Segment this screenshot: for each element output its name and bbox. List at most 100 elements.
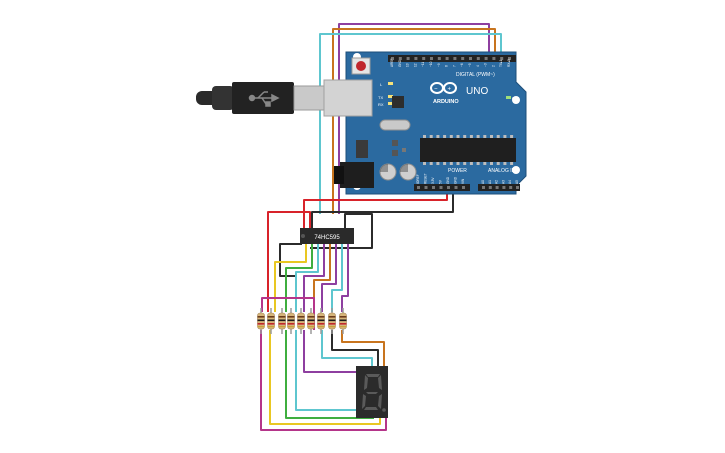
power-pin[interactable] xyxy=(439,186,443,189)
digital-pin[interactable] xyxy=(461,57,465,60)
analog-pin-label: A5 xyxy=(515,180,519,184)
power-pin[interactable] xyxy=(432,186,435,189)
power-pin[interactable] xyxy=(417,186,420,189)
reset-button[interactable] xyxy=(356,61,366,71)
digital-pin[interactable] xyxy=(492,57,496,60)
digital-pin[interactable] xyxy=(406,57,410,60)
digital-pin[interactable] xyxy=(476,57,480,60)
wire-orange-b[interactable] xyxy=(341,330,385,366)
analog-pin-label: A1 xyxy=(488,180,492,184)
digital-pin-label: 4 xyxy=(476,65,480,67)
arduino-logo xyxy=(430,82,457,94)
chip-leg xyxy=(443,135,447,138)
chip-leg xyxy=(456,135,460,138)
shift-register-74hc595[interactable]: 74HC595 xyxy=(300,228,354,244)
power-pin-label: IOREF xyxy=(416,174,420,184)
led-label-l: L xyxy=(380,82,383,87)
power-pin[interactable] xyxy=(454,186,458,189)
wire-yellow-bottom[interactable] xyxy=(269,330,381,425)
digital-pin[interactable] xyxy=(422,57,426,60)
power-pin[interactable] xyxy=(447,186,450,189)
digital-pin[interactable] xyxy=(437,57,441,60)
wire-purple-b[interactable] xyxy=(321,244,337,312)
segment-a xyxy=(366,374,380,377)
wire-cyan-b[interactable] xyxy=(331,244,343,312)
seven-segment-display[interactable] xyxy=(356,366,388,418)
resistor[interactable] xyxy=(278,308,286,334)
chip-leg xyxy=(469,135,473,138)
digital-pin[interactable] xyxy=(469,57,472,60)
chip-leg xyxy=(423,162,426,165)
resistor[interactable] xyxy=(307,308,315,334)
wire-green-bottom[interactable] xyxy=(285,330,374,419)
chip-leg xyxy=(423,135,426,138)
power-pin-label: RESET xyxy=(424,173,428,184)
digital-pin[interactable] xyxy=(391,57,394,60)
wire-black-left[interactable] xyxy=(279,243,302,277)
resistor[interactable] xyxy=(297,308,305,334)
chip-leg xyxy=(496,135,500,138)
chip-leg xyxy=(449,135,453,138)
digital-pin-label: ~11 xyxy=(421,62,425,67)
digital-pin[interactable] xyxy=(445,57,449,60)
power-pin[interactable] xyxy=(424,186,428,189)
digital-pin[interactable] xyxy=(414,57,418,60)
analog-pin[interactable] xyxy=(482,186,485,189)
analog-pin[interactable] xyxy=(502,186,506,189)
digital-pin[interactable] xyxy=(430,57,433,60)
chip-leg xyxy=(476,162,480,165)
digital-pin[interactable] xyxy=(398,57,402,60)
arduino-logo-text: ARDUINO xyxy=(433,99,459,105)
usb-cable[interactable] xyxy=(196,82,325,114)
wire-yellow-a[interactable] xyxy=(274,244,307,312)
chip-leg xyxy=(469,162,473,165)
wire-black-b[interactable] xyxy=(331,330,379,366)
analog-pin[interactable] xyxy=(488,186,492,189)
wire-purple-top[interactable] xyxy=(338,23,490,214)
wire-orange-top[interactable] xyxy=(332,28,496,214)
resistor[interactable] xyxy=(287,308,295,334)
status-leds: L TX RX xyxy=(378,82,393,107)
power-pin[interactable] xyxy=(462,186,465,189)
digital-pin-label: ~3 xyxy=(484,63,488,67)
digital-pin[interactable] xyxy=(453,57,457,60)
chip-leg xyxy=(496,162,500,165)
resistor[interactable] xyxy=(339,308,347,334)
wire-cyan-c[interactable] xyxy=(321,330,373,366)
wire-purple-a[interactable] xyxy=(303,244,325,312)
digital-pin-label: ~5 xyxy=(468,63,472,67)
resistor[interactable] xyxy=(257,308,265,334)
analog-pin[interactable] xyxy=(516,186,519,189)
chip-leg xyxy=(463,162,467,165)
wire-green-a[interactable] xyxy=(285,244,313,312)
wire-magenta-bottom[interactable] xyxy=(260,330,387,431)
crystal xyxy=(379,119,411,131)
wire-purple-d[interactable] xyxy=(303,330,356,373)
resistor[interactable] xyxy=(317,308,325,334)
wire-black-loop[interactable] xyxy=(310,213,373,249)
analog-pin[interactable] xyxy=(509,186,513,189)
wires xyxy=(260,23,502,431)
wire-orange-a[interactable] xyxy=(313,244,331,312)
digital-pin[interactable] xyxy=(508,57,511,60)
digital-pin-label: 13 xyxy=(406,63,410,67)
chip-leg xyxy=(490,135,493,138)
resistor[interactable] xyxy=(328,308,336,334)
resistor[interactable] xyxy=(267,308,275,334)
segment-e xyxy=(362,394,366,409)
wire-red-loop[interactable] xyxy=(267,211,311,312)
resistor-array[interactable] xyxy=(257,308,347,334)
segment-d xyxy=(364,407,378,410)
wire-cyan-top[interactable] xyxy=(319,33,502,214)
wire-cyan-a[interactable] xyxy=(295,244,319,312)
dc-power-jack xyxy=(340,162,374,188)
chip-leg xyxy=(490,162,493,165)
digital-pin[interactable] xyxy=(484,57,488,60)
digital-pin[interactable] xyxy=(500,57,504,60)
wire-black-gnd[interactable] xyxy=(311,188,454,228)
shift-register-body xyxy=(300,228,354,244)
wire-purple-c[interactable] xyxy=(341,244,349,312)
analog-pin[interactable] xyxy=(495,186,499,189)
